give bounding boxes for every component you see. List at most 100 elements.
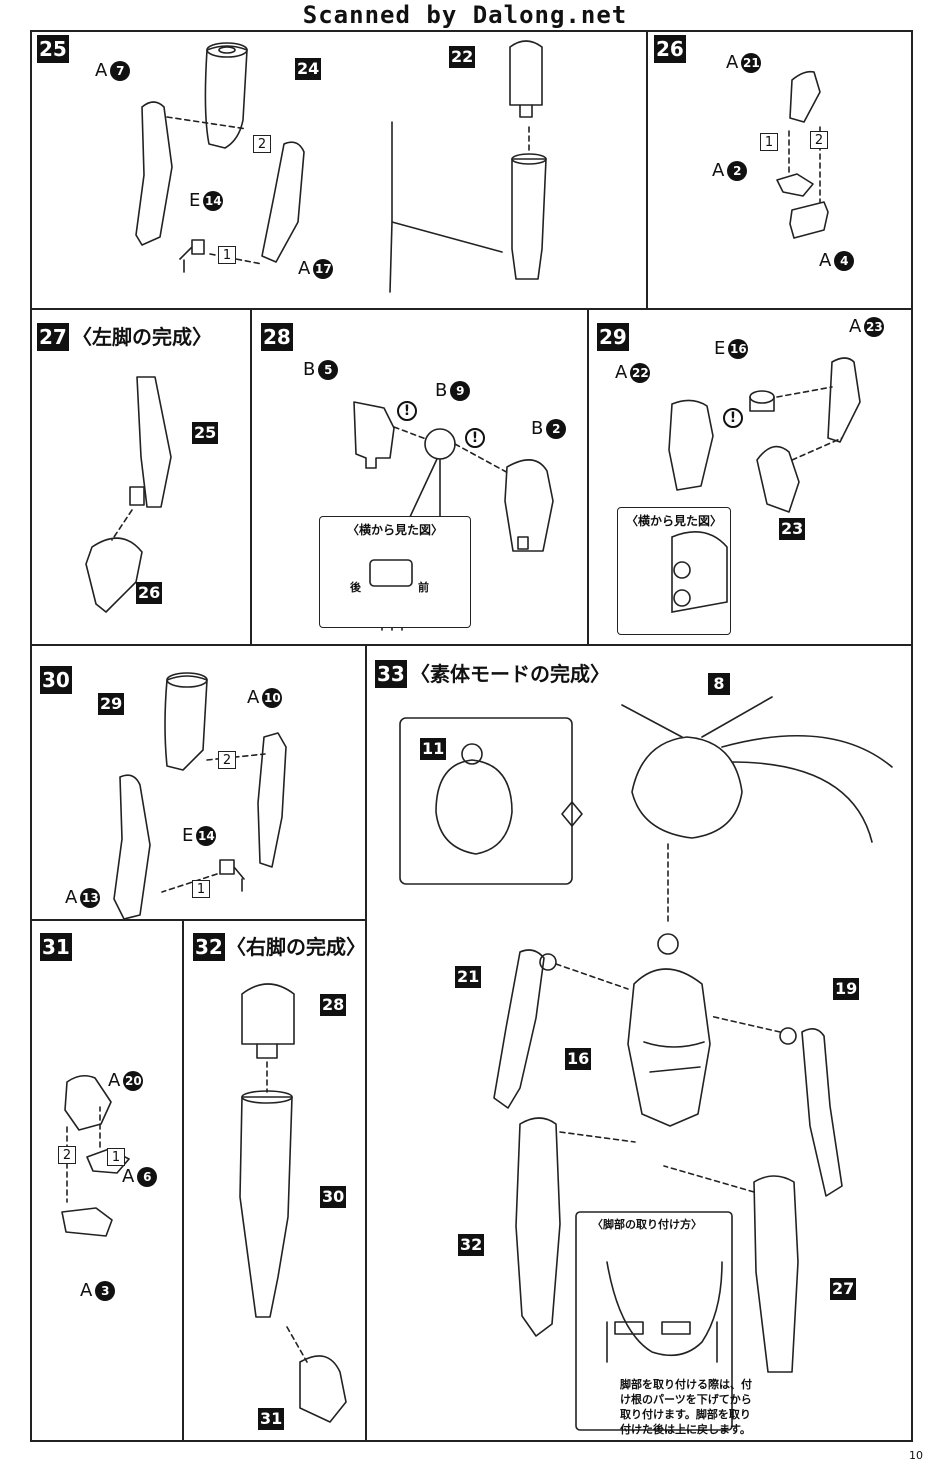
divider — [250, 308, 252, 644]
part-ref-11: 11 — [420, 738, 447, 760]
part-number: 14 — [203, 191, 224, 211]
part-number: 5 — [318, 360, 339, 380]
divider — [32, 919, 365, 921]
part-ref-8: 8 — [708, 673, 730, 695]
part-number: 13 — [80, 888, 101, 908]
order-marker: 2 — [810, 131, 828, 149]
part-number: 7 — [110, 61, 131, 81]
step-31-art — [61, 1074, 130, 1237]
warning-icon: ! — [723, 408, 743, 428]
order-marker: 2 — [218, 751, 236, 769]
page-number: 10 — [909, 1449, 923, 1462]
part-ref-28: 28 — [320, 994, 347, 1016]
part-ref-30: 30 — [320, 1186, 347, 1208]
assembly-line-art — [61, 40, 893, 1431]
part-number: 6 — [137, 1167, 158, 1187]
step-32-number: 32 — [193, 933, 225, 961]
part-number: 20 — [123, 1071, 144, 1091]
step-33-art — [399, 696, 893, 1431]
runner-letter: E — [189, 190, 201, 211]
side-view-title: 〈横から見た図〉 — [346, 523, 443, 537]
runner-letter: A — [712, 160, 725, 181]
part-ref-25: 25 — [192, 422, 219, 444]
divider — [587, 308, 589, 644]
step-26-art — [776, 70, 829, 239]
runner-letter: A — [108, 1070, 121, 1091]
divider — [182, 919, 184, 1440]
runner-letter: B — [531, 418, 544, 439]
runner-letter: A — [849, 316, 862, 337]
warning-icon: ! — [465, 428, 485, 448]
step-29-number: 29 — [597, 323, 629, 351]
back-label: 後 — [350, 581, 361, 594]
order-marker: 1 — [218, 246, 236, 264]
part-number: 2 — [727, 161, 748, 181]
part-number: 9 — [450, 381, 471, 401]
runner-letter: B — [435, 380, 448, 401]
step-26-number: 26 — [654, 35, 686, 63]
runner-letter: A — [247, 687, 260, 708]
part-ref-23: 23 — [779, 518, 806, 540]
runner-letter: B — [303, 359, 316, 380]
runner-letter: A — [65, 887, 78, 908]
divider — [32, 644, 911, 646]
side-view-title: 〈横から見た図〉 — [625, 514, 722, 528]
part-number: 23 — [864, 317, 885, 337]
step-27-number: 27 — [37, 323, 69, 351]
part-number: 2 — [546, 419, 567, 439]
step-30-number: 30 — [40, 666, 72, 694]
part-number: 22 — [630, 363, 651, 383]
order-marker: 1 — [760, 133, 778, 151]
runner-letter: A — [819, 250, 832, 271]
runner-letter: A — [615, 362, 628, 383]
leg-box-title: 〈脚部の取り付け方〉 — [592, 1218, 702, 1231]
step-33-title: 〈素体モードの完成〉 — [410, 662, 610, 686]
runner-letter: A — [80, 1280, 93, 1301]
step-32-art — [239, 983, 347, 1423]
side-view-box: 〈横から見た図〉 — [319, 516, 471, 628]
runner-letter: A — [298, 258, 311, 279]
step-28-number: 28 — [261, 323, 293, 351]
step-33-number: 33 — [375, 660, 407, 688]
step-27-art — [85, 376, 172, 613]
warning-icon: ! — [397, 401, 417, 421]
front-label: 前 — [418, 581, 429, 594]
divider — [365, 644, 367, 1440]
part-ref-22: 22 — [449, 46, 476, 68]
part-ref-31: 31 — [258, 1408, 285, 1430]
runner-letter: E — [182, 825, 194, 846]
part-ref-16: 16 — [565, 1048, 592, 1070]
order-marker: 2 — [58, 1146, 76, 1164]
runner-letter: A — [726, 52, 739, 73]
part-number: 16 — [728, 339, 749, 359]
part-ref-19: 19 — [833, 978, 860, 1000]
side-view-art — [369, 531, 728, 613]
part-ref-27: 27 — [830, 1278, 857, 1300]
divider — [32, 308, 911, 310]
instruction-page: 25 26 27 〈左脚の完成〉 28 29 30 31 32 〈右脚の完成〉 … — [30, 30, 923, 1462]
step-25-number: 25 — [37, 35, 69, 63]
runner-letter: A — [95, 60, 108, 81]
part-ref-26: 26 — [136, 582, 163, 604]
part-ref-29: 29 — [98, 693, 125, 715]
part-ref-32: 32 — [458, 1234, 485, 1256]
leg-attachment-note: 脚部を取り付ける際は、付け根のパーツを下げてから取り付けます。脚部を取り付けた後… — [620, 1378, 752, 1436]
runner-letter: E — [714, 338, 726, 359]
runner-letter: A — [122, 1166, 135, 1187]
part-number: 4 — [834, 251, 855, 271]
order-marker: 2 — [253, 135, 271, 153]
